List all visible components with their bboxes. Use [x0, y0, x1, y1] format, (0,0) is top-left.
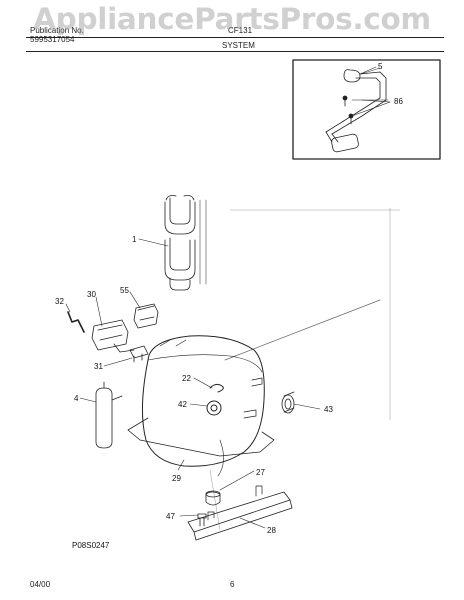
- condenser-coil: [164, 195, 207, 291]
- grommet-43: [281, 391, 295, 414]
- callout-43: 43: [324, 405, 333, 414]
- callout-28: 28: [267, 526, 276, 535]
- callout-32: 32: [55, 297, 64, 306]
- wire-harness-32: [67, 311, 85, 333]
- section-title: SYSTEM: [222, 41, 255, 50]
- inset-drier-tubing: [325, 67, 389, 153]
- callout-55: 55: [120, 286, 129, 295]
- callout-1: 1: [132, 235, 137, 244]
- callout-5: 5: [378, 62, 383, 71]
- leader-lines: [65, 66, 391, 529]
- publication-label: Publication No.: [30, 26, 84, 35]
- relay-clip-31: [129, 345, 149, 363]
- footer-page-number: 6: [230, 580, 235, 589]
- inset-box: [292, 59, 441, 160]
- overload-30: [91, 319, 135, 353]
- compressor-29: [127, 335, 275, 477]
- callout-47: 47: [166, 512, 175, 521]
- callout-22: 22: [182, 374, 191, 383]
- callout-86: 86: [394, 97, 403, 106]
- callout-42: 42: [178, 400, 187, 409]
- publication-number: 5995317054: [30, 35, 75, 44]
- model-number: CF131: [228, 26, 253, 35]
- start-relay-55: [133, 303, 159, 329]
- header-rule-bottom: [26, 51, 444, 52]
- bolt-47: [197, 513, 207, 527]
- callout-29: 29: [172, 474, 181, 483]
- callout-31: 31: [94, 362, 103, 371]
- grommet-27: [205, 490, 221, 506]
- header-rule-top: [26, 37, 444, 38]
- cabinet-outline: [209, 207, 401, 531]
- footer-date: 04/00: [30, 580, 51, 589]
- callout-4: 4: [74, 394, 79, 403]
- filter-drier-4: [95, 381, 123, 449]
- diagram-reference-code: P08S0247: [72, 541, 110, 550]
- callout-30: 30: [87, 290, 96, 299]
- callout-27: 27: [256, 468, 265, 477]
- base-rail-28: [187, 485, 293, 541]
